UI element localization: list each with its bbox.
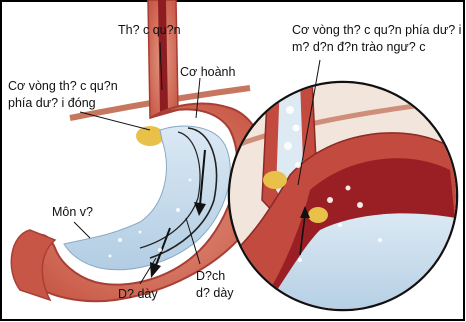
label-lower-sphincter-closed: Cơ vòng th? c qu?n phía dư? i đóng: [8, 78, 118, 112]
label-pylorus: Môn v?: [52, 204, 93, 221]
label-diaphragm: Cơ hoành: [180, 64, 235, 81]
label-gastric-juice: D?ch d? dày: [196, 268, 234, 302]
label-stomach: D? dày: [118, 286, 158, 303]
label-esophagus: Th? c qu?n: [118, 22, 181, 39]
label-sphincter-open-reflux: Cơ vòng th? c qu?n phía dư? i m? d?n đ?n…: [292, 22, 461, 56]
fat-tissue: [136, 126, 164, 146]
